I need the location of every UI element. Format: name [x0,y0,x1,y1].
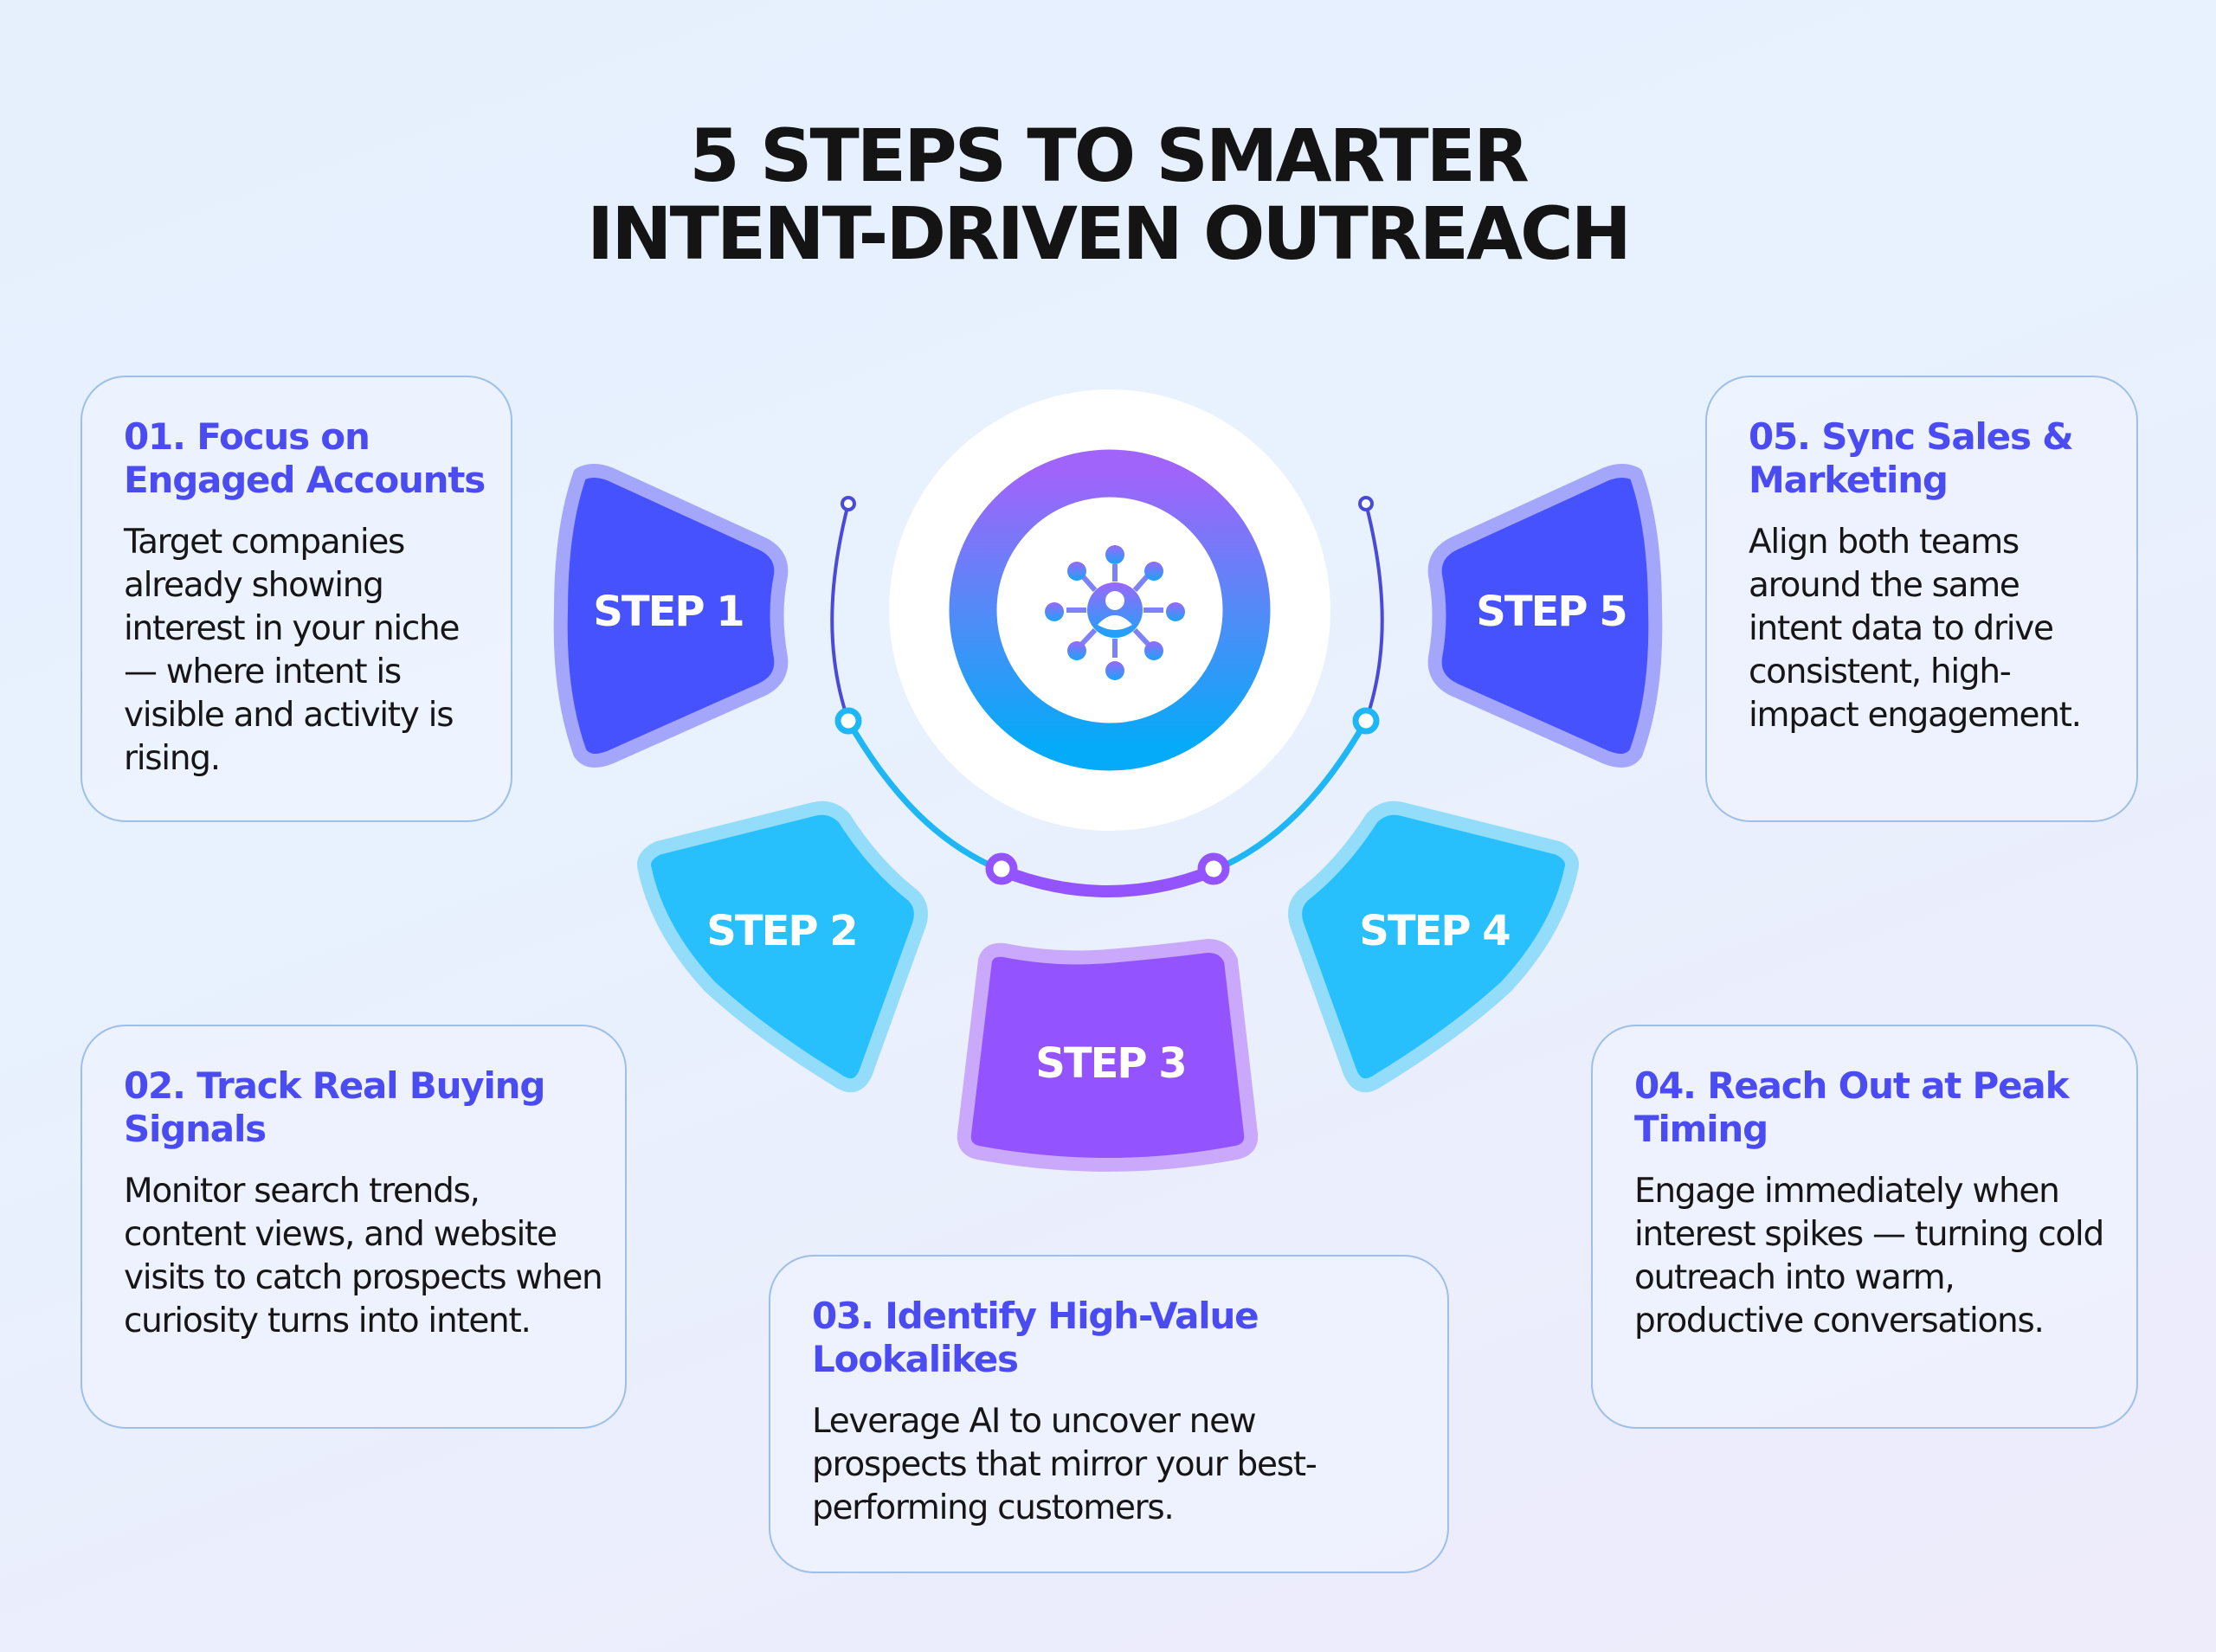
step-card-1: 01. Focus on Engaged Accounts Target com… [81,376,512,822]
step-5-badge: STEP 5 [1476,588,1627,636]
step-2-shape[interactable] [637,800,928,1093]
step-card-description: Target companies already showing interes… [124,523,460,778]
step-card-2: 02. Track Real Buying Signals Monitor se… [81,1025,627,1429]
connector-arc [830,496,1384,897]
step-card-description: Engage immediately when interest spikes … [1634,1172,2104,1340]
step-5-shape[interactable] [1427,464,1663,768]
step-card-4: 04. Reach Out at Peak Timing Engage imme… [1591,1025,2138,1429]
step-card-description: Monitor search trends, content views, an… [124,1172,603,1340]
title-line-1: 5 STEPS TO SMARTER [689,113,1530,198]
step-1-badge: STEP 1 [593,588,744,636]
step-2-badge: STEP 2 [706,907,858,955]
center-hub [889,389,1330,831]
step-card-heading: 03. Identify High-Value Lookalikes [812,1295,1259,1380]
step-4-shape[interactable] [1288,800,1579,1093]
network-user-icon [1045,545,1185,680]
step-3-shape[interactable] [957,939,1259,1172]
step-card-3: 03. Identify High-Value Lookalikes Lever… [769,1255,1449,1573]
step-1-shape[interactable] [553,464,789,768]
step-card-heading: 01. Focus on Engaged Accounts [124,415,486,501]
step-card-5: 05. Sync Sales & Marketing Align both te… [1705,376,2138,822]
step-card-heading: 05. Sync Sales & Marketing [1749,415,2074,501]
step-card-description: Leverage AI to uncover new prospects tha… [812,1402,1317,1527]
step-4-badge: STEP 4 [1359,907,1511,955]
step-card-heading: 04. Reach Out at Peak Timing [1634,1064,2070,1150]
title-line-2: INTENT-DRIVEN OUTREACH [587,191,1632,276]
page-title: 5 STEPS TO SMARTER INTENT-DRIVEN OUTREAC… [0,117,2216,273]
step-card-description: Align both teams around the same intent … [1749,523,2082,735]
step-3-badge: STEP 3 [1035,1039,1187,1088]
step-card-heading: 02. Track Real Buying Signals [124,1064,545,1150]
